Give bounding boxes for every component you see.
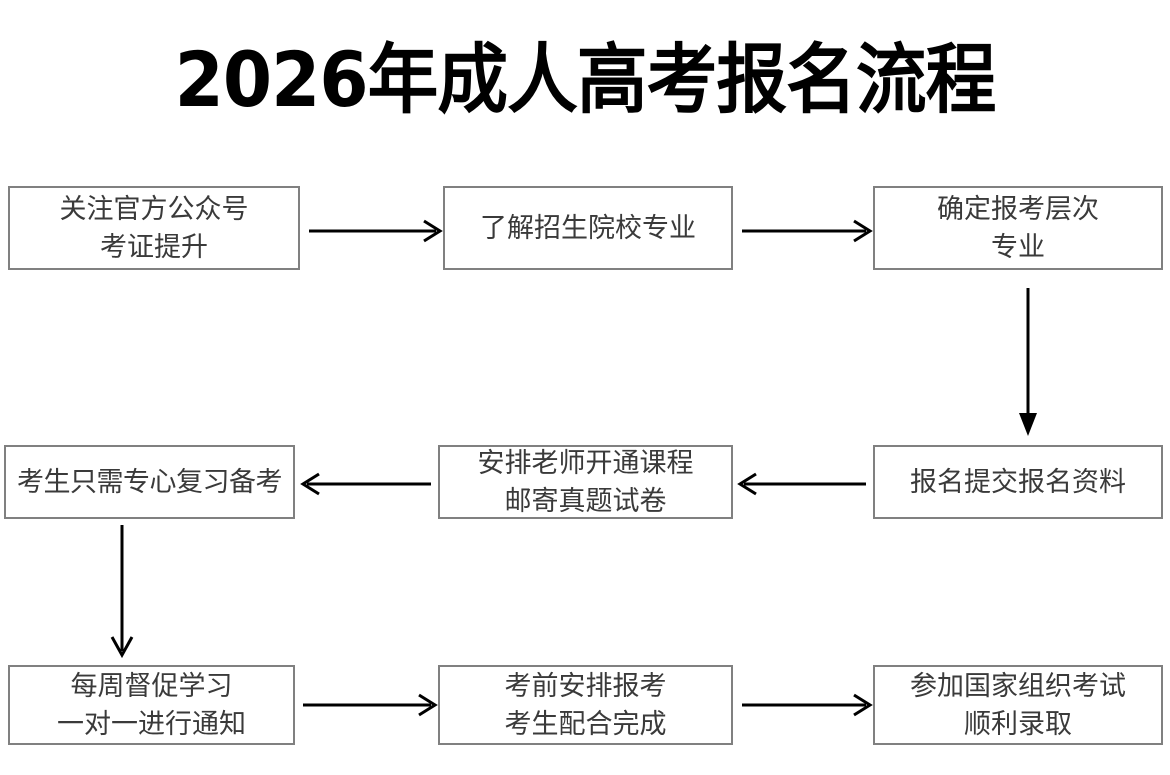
flow-node-weekly-supervise-line-1: 每周督促学习: [70, 671, 233, 701]
flow-node-pre-exam-arrange-line-2: 考生配合完成: [504, 709, 667, 739]
flow-node-learn-majors-line-1: 了解招生院校专业: [480, 213, 696, 243]
flow-node-national-exam[interactable]: 参加国家组织考试 顺利录取: [873, 665, 1163, 745]
flow-node-national-exam-line-2: 顺利录取: [964, 709, 1072, 739]
flow-node-submit-materials-line-1: 报名提交报名资料: [910, 467, 1126, 497]
flow-node-focus-review[interactable]: 考生只需专心复习备考: [4, 445, 295, 519]
flow-node-teacher-course-line-2: 邮寄真题试卷: [504, 486, 667, 516]
flow-node-follow-official-line-1: 关注官方公众号: [59, 194, 249, 224]
edge-learn-majors-to-choose-level: [742, 219, 873, 243]
flow-node-weekly-supervise-line-2: 一对一进行通知: [57, 709, 246, 739]
edge-weekly-supervise-to-pre-exam-arrange: [303, 693, 438, 717]
flow-node-choose-level-line-1: 确定报考层次: [937, 194, 1099, 224]
flow-node-follow-official-line-2: 考证提升: [100, 232, 208, 262]
edge-focus-review-to-weekly-supervise: [110, 525, 134, 659]
flow-node-teacher-course[interactable]: 安排老师开通课程 邮寄真题试卷: [438, 445, 733, 519]
flow-node-teacher-course-line-1: 安排老师开通课程: [477, 448, 694, 478]
page-title: 2026年成人高考报名流程: [174, 35, 997, 124]
flow-node-learn-majors[interactable]: 了解招生院校专业: [443, 186, 733, 270]
flow-node-choose-level[interactable]: 确定报考层次 专业: [873, 186, 1163, 270]
edge-teacher-course-to-focus-review: [300, 472, 431, 496]
edge-pre-exam-arrange-to-national-exam: [742, 693, 873, 717]
flow-node-pre-exam-arrange[interactable]: 考前安排报考 考生配合完成: [438, 665, 733, 745]
edge-submit-materials-to-teacher-course: [737, 472, 866, 496]
flow-node-focus-review-line-1: 考生只需专心复习备考: [17, 467, 283, 497]
flow-node-pre-exam-arrange-line-1: 考前安排报考: [504, 671, 667, 701]
edge-choose-level-to-submit-materials: [1019, 288, 1037, 436]
edge-follow-official-to-learn-majors: [309, 219, 443, 243]
flow-node-follow-official[interactable]: 关注官方公众号 考证提升: [8, 186, 300, 270]
flow-node-national-exam-line-1: 参加国家组织考试: [910, 671, 1126, 701]
flow-node-choose-level-line-2: 专业: [991, 232, 1045, 262]
flow-node-submit-materials[interactable]: 报名提交报名资料: [873, 445, 1163, 519]
flow-node-weekly-supervise[interactable]: 每周督促学习 一对一进行通知: [8, 665, 295, 745]
